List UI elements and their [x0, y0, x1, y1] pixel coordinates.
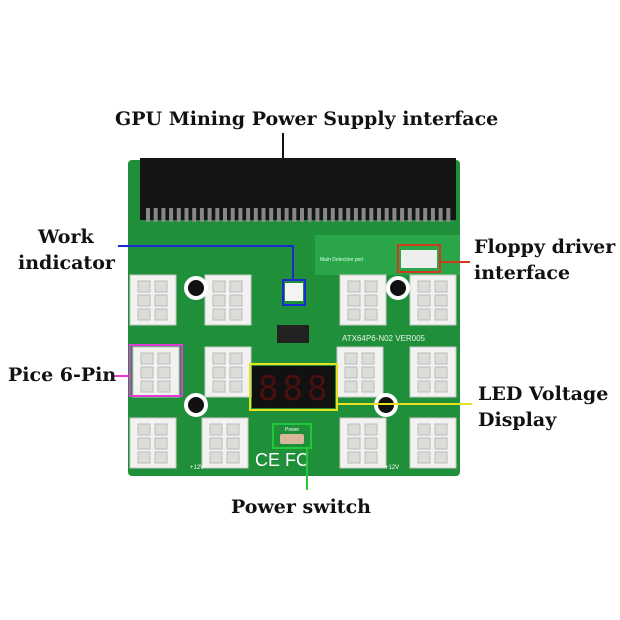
pcie-6pin-connector: [204, 274, 252, 326]
connector-pin: [276, 208, 281, 222]
connector-pins: [146, 208, 451, 222]
work-indicator-label-line2: indicator: [18, 252, 115, 274]
board-model: ATX64P6-N02 VER005: [342, 334, 426, 343]
work-indicator-led: [285, 283, 303, 301]
connector-pin: [199, 208, 204, 222]
connector-pin: [230, 208, 235, 222]
led-callout-box: [249, 363, 338, 411]
voltage-right: +12V: [385, 465, 399, 471]
power-switch[interactable]: [280, 434, 304, 444]
pcie-6pin-connector: [336, 346, 384, 398]
led-display: [252, 366, 335, 408]
pcie-6pin-connector: [129, 417, 177, 469]
connector-pin: [253, 208, 258, 222]
connector-pin: [215, 208, 220, 222]
work-indicator-label-line1: Work: [38, 226, 94, 248]
connector-pin: [146, 208, 150, 222]
connector-pin: [238, 208, 243, 222]
connector-pin: [330, 208, 335, 222]
pcie-6pin-connector: [204, 346, 252, 398]
connector-pin: [315, 208, 320, 222]
connector-pin: [176, 208, 181, 222]
floppy-callout-box: [397, 244, 441, 273]
pcie-6pin-connector: [409, 417, 457, 469]
pice-6pin-label: Pice 6-Pin: [8, 364, 117, 386]
connector-pin: [153, 208, 158, 222]
connector-pin: [400, 208, 405, 222]
connector-pin: [430, 208, 435, 222]
pcie-6pin-connector: [339, 274, 387, 326]
connector-pin: [261, 208, 266, 222]
gpu-interface-label: GPU Mining Power Supply interface: [115, 108, 499, 130]
connector-pin: [284, 208, 289, 222]
voltage-left: +12V: [190, 465, 204, 471]
display-digits: 888: [258, 369, 331, 409]
port-label: Main Detection port: [320, 257, 364, 263]
connector-pin: [346, 208, 351, 222]
floppy-port: [401, 250, 437, 268]
pcie-6pin-connector: [409, 346, 457, 398]
connector-pin: [353, 208, 358, 222]
work-callout-box: [282, 279, 306, 306]
connector-pin: [323, 208, 328, 222]
ic-chip: [277, 325, 309, 343]
connector-pin: [407, 208, 412, 222]
connector-pin: [300, 208, 304, 222]
connector-pin: [384, 208, 389, 222]
connector-pin: [423, 208, 428, 222]
pcie-6pin-connector: [201, 417, 249, 469]
pcie-6pin-connector: [409, 274, 457, 326]
connector-pin: [169, 208, 174, 222]
pcie-6pin-connector: [339, 417, 387, 469]
connector-pin: [184, 208, 189, 222]
connector-pin: [161, 208, 166, 222]
connector-pin: [438, 208, 443, 222]
pice-callout-box: [129, 344, 183, 397]
power-switch-label: Power switch: [231, 496, 371, 518]
power-callout-box: [272, 423, 312, 449]
connector-pin: [392, 208, 397, 222]
switch-label: Power: [285, 427, 300, 433]
cert-marks: CE FC: [255, 450, 309, 470]
pcie-6pin-connector: [129, 274, 177, 326]
mount-hole: [184, 393, 208, 417]
work-callout-line: [118, 245, 294, 281]
led-display-label-line1: LED Voltage: [478, 383, 609, 405]
connector-pin: [361, 208, 366, 222]
pcb-shade: [315, 235, 460, 275]
mount-hole: [386, 276, 410, 300]
connector-pin: [246, 208, 251, 222]
connector-pin: [207, 208, 212, 222]
connector-pin: [369, 208, 374, 222]
connector-pin: [446, 208, 451, 222]
floppy-label-line2: interface: [474, 262, 571, 284]
connector-pin: [292, 208, 297, 222]
connector-pin: [307, 208, 312, 222]
mount-hole: [184, 276, 208, 300]
led-display-label-line2: Display: [478, 409, 557, 431]
floppy-label-line1: Floppy driver: [474, 236, 616, 258]
connector-pin: [269, 208, 274, 222]
pcie-6pin-connector: [132, 346, 180, 398]
connector-pin: [338, 208, 343, 222]
connector-pin: [415, 208, 420, 222]
connector-pin: [377, 208, 381, 222]
connector-pin: [223, 208, 227, 222]
pcie-6pin-connectors: [129, 274, 457, 469]
connector-pin: [192, 208, 197, 222]
